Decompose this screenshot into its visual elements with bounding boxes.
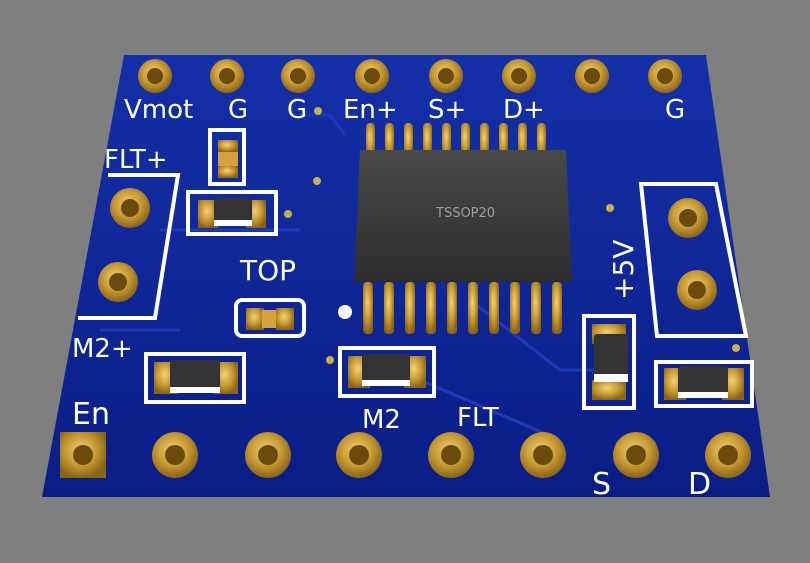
label-m2-plus: M2+ (72, 334, 133, 364)
smd-resistor-r1 (186, 190, 278, 236)
label-top: TOP (239, 254, 296, 287)
label-m2: M2 (362, 405, 401, 435)
top-pad-row (138, 59, 682, 93)
ic-bottom-pins (363, 282, 562, 334)
smd-resistor-r4 (654, 360, 754, 408)
label-vmot: Vmot (124, 95, 193, 125)
smd-resistor-r3 (338, 346, 436, 398)
label-flt: FLT (457, 403, 499, 433)
smd-resistor-r2 (144, 352, 246, 404)
ic-tssop20: TSSOP20 (354, 150, 572, 282)
label-g2: G (287, 95, 307, 125)
label-en: En (72, 397, 110, 432)
label-flt-plus: FLT+ (104, 145, 168, 175)
power-connector-pads (668, 198, 717, 310)
smd-cap-c3 (582, 314, 636, 410)
label-s: S (592, 467, 611, 502)
flt-connector-pads (98, 188, 150, 302)
label-s-plus: S+ (428, 95, 466, 125)
label-g1: G (228, 95, 248, 125)
vias (284, 107, 740, 364)
power-connector-outline (638, 182, 749, 338)
pin1-marker (338, 305, 352, 319)
ic-package-label: TSSOP20 (435, 206, 495, 221)
label-plus5v: +5V (607, 240, 640, 300)
flt-connector-outline (78, 173, 181, 320)
smd-cap-c1 (208, 128, 246, 186)
label-d: D (688, 467, 711, 502)
label-d-plus: D+ (503, 95, 545, 125)
smd-cap-c2 (234, 298, 306, 338)
ic-top-pins (366, 123, 546, 158)
label-en-plus: En+ (343, 95, 398, 125)
label-g3: G (665, 95, 685, 125)
bottom-pad-row (60, 432, 751, 478)
top-row-labels: Vmot G G En+ S+ D+ G (124, 95, 685, 125)
